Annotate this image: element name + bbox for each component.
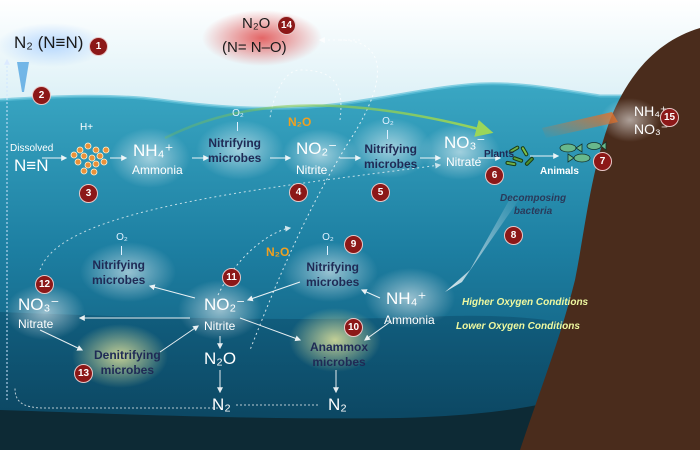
nitrite-top-label: Nitrite [296, 163, 328, 177]
o2-tick-2 [387, 130, 388, 139]
higher-oxygen-label: Higher Oxygen Conditions [462, 297, 589, 308]
marker-14: 14 [277, 16, 296, 35]
marker-9: 9 [344, 235, 363, 254]
marker-8: 8 [504, 226, 523, 245]
marker-2: 2 [32, 86, 51, 105]
o2-tick-3 [121, 246, 122, 255]
marker-6: 6 [485, 166, 504, 185]
o2-label-1: O₂ [232, 108, 244, 119]
n2o-orange-top-label: N₂O [288, 115, 312, 129]
no3-left-label: NO₃⁻ [18, 295, 60, 314]
marker-12: 12 [35, 275, 54, 294]
n2-atmosphere-label: N₂ (N≡N) [14, 33, 84, 52]
h-plus-label: H+ [80, 122, 94, 133]
decomposing-bacteria-label: Decomposing bacteria [500, 193, 567, 217]
no3-runoff-label: NO₃⁻ [634, 121, 669, 137]
marker-13: 13 [74, 364, 93, 383]
plants-icon [505, 145, 534, 167]
n2-bottom-right-label: N₂ [328, 395, 347, 414]
nitrite-mid-label: Nitrite [204, 319, 236, 333]
nh4-mid-label: NH₄⁺ [386, 289, 427, 308]
o2-label-4: O₂ [322, 232, 334, 243]
lower-oxygen-label: Lower Oxygen Conditions [456, 321, 580, 332]
marker-1: 1 [89, 37, 108, 56]
no2-top-label: NO₂⁻ [296, 139, 338, 158]
nitrifying-microbes-left-label: Nitrifying microbes [92, 258, 146, 287]
plants-label: Plants [484, 149, 515, 160]
n2-bottom-left-label: N₂ [212, 395, 231, 414]
marker-15: 15 [660, 108, 679, 127]
animals-label: Animals [540, 166, 579, 177]
nitrifying-microbes-2-label: Nitrifying microbes [364, 142, 418, 171]
n2o-structure-label: (N= N–O) [222, 39, 287, 56]
fish-icon [559, 141, 607, 163]
n2o-orange-mid-label: N₂O [266, 245, 290, 259]
o2-label-2: O₂ [382, 116, 394, 127]
no2-mid-label: NO₂⁻ [204, 295, 246, 314]
denitrifying-microbes-label: Denitrifying microbes [94, 348, 161, 377]
dissolved-n2-label: N≡N [14, 156, 49, 175]
marker-11: 11 [222, 268, 241, 287]
marker-7: 7 [593, 152, 612, 171]
o2-label-3: O₂ [116, 232, 128, 243]
ammonia-top-label: Ammonia [132, 163, 183, 177]
o2-tick-1 [237, 122, 238, 131]
nitrifying-microbes-mid-label: Nitrifying microbes [306, 260, 360, 289]
n2o-atmosphere-label: N₂O [242, 15, 271, 32]
o2-tick-4 [327, 246, 328, 255]
marker-5: 5 [371, 183, 390, 202]
nitrate-top-label: Nitrate [446, 155, 482, 169]
marker-3: 3 [79, 184, 98, 203]
nitrate-left-label: Nitrate [18, 317, 54, 331]
marker-4: 4 [289, 183, 308, 202]
nh4-runoff-label: NH₄⁺ [634, 103, 668, 119]
nh4-top-label: NH₄⁺ [133, 141, 174, 160]
anammox-microbes-label: Anammox microbes [310, 340, 369, 369]
dissolved-label: Dissolved [10, 143, 54, 154]
nitrifying-microbes-1-label: Nitrifying microbes [208, 136, 262, 165]
bacteria-cluster-icon [70, 142, 110, 176]
ammonia-mid-label: Ammonia [384, 313, 435, 327]
no3-top-label: NO₃⁻ [444, 133, 486, 152]
marker-10: 10 [344, 318, 363, 337]
n2o-mid-label: N₂O [204, 349, 237, 368]
